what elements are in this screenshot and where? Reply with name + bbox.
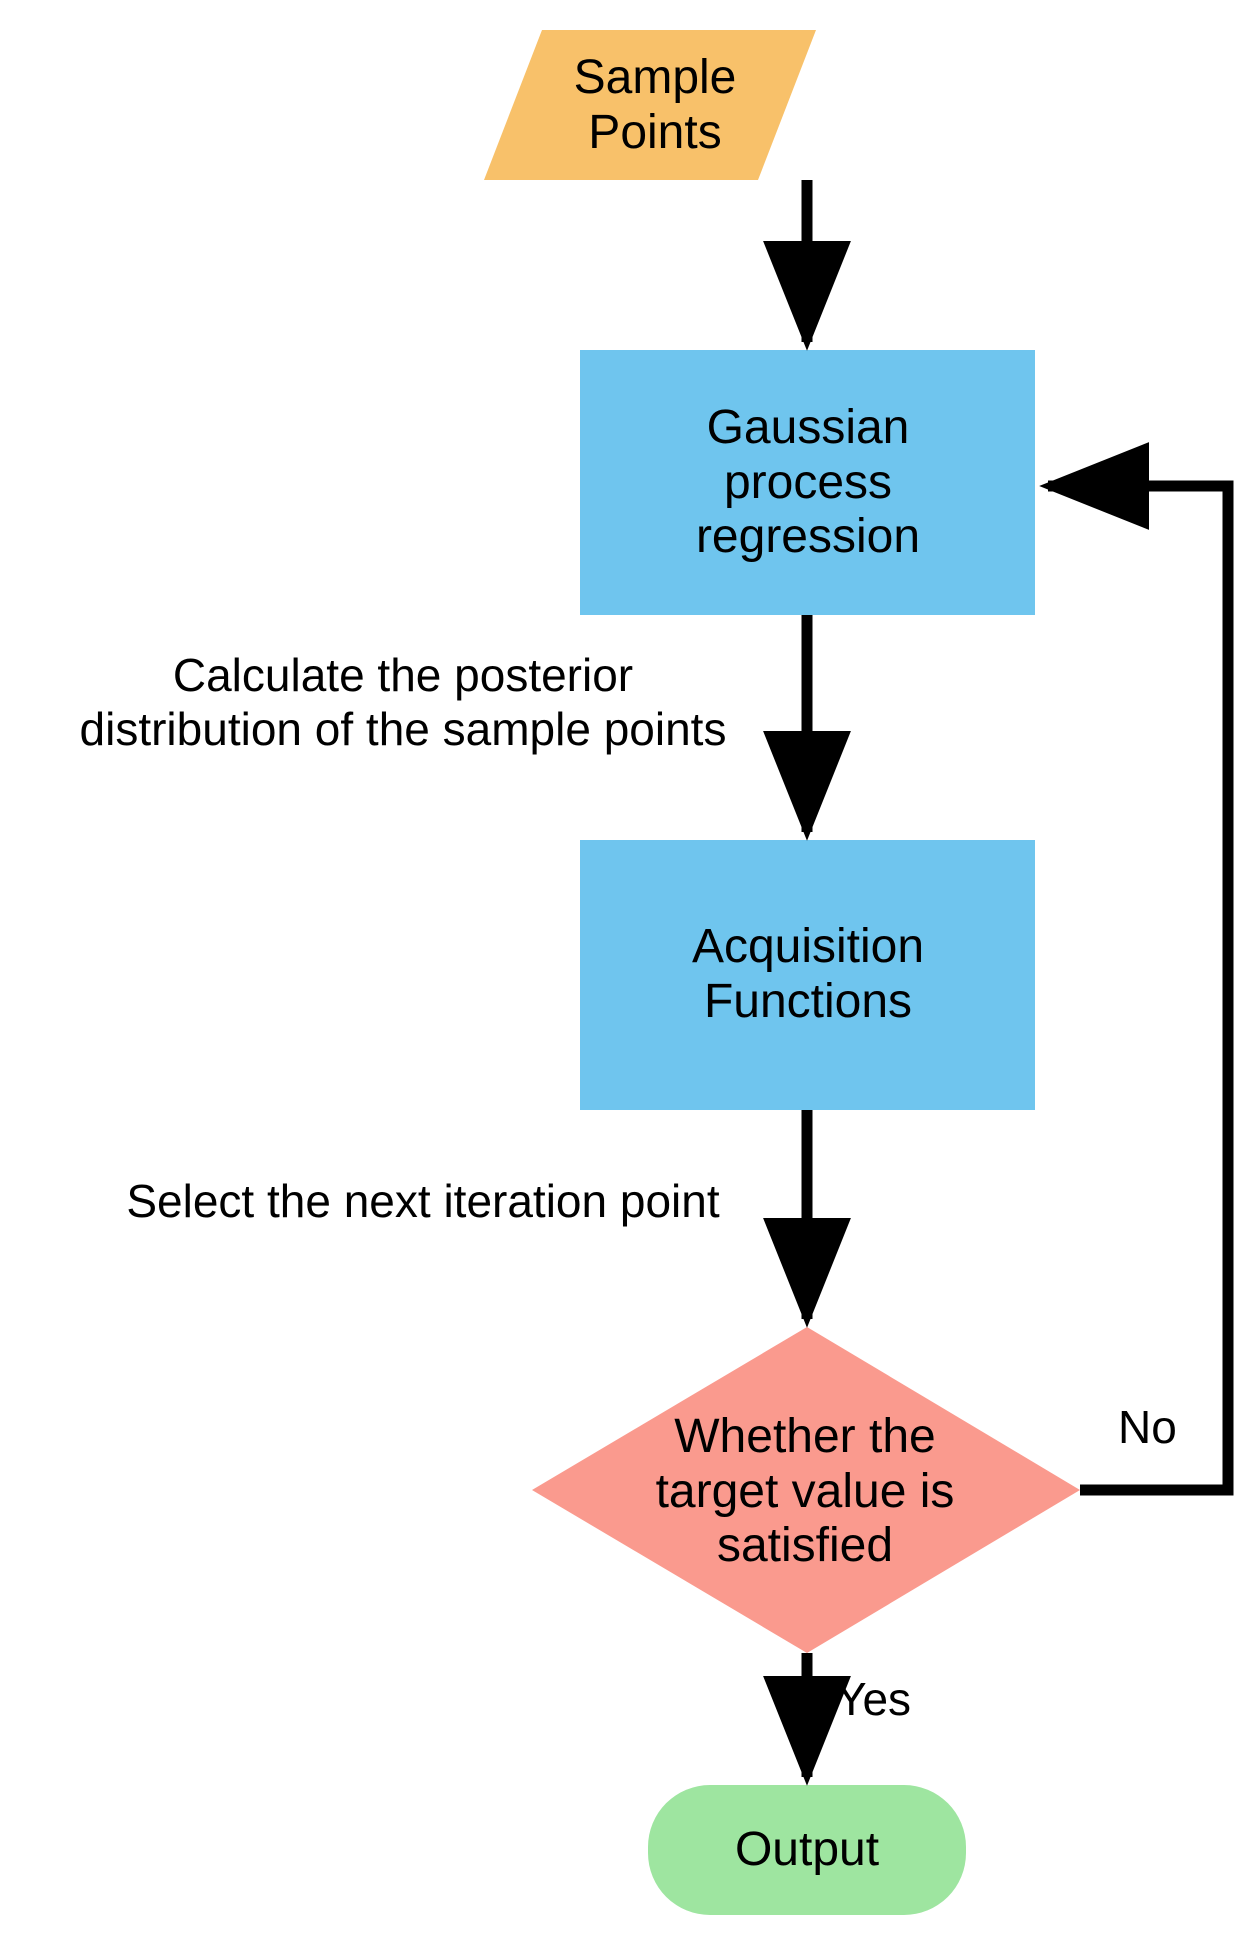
node-acquisition-functions-shape[interactable]: [580, 840, 1035, 1110]
edge-decision-no-feedback-line: [1039, 442, 1234, 1496]
node-target-value-decision-shape[interactable]: [532, 1327, 1080, 1653]
node-sample-points-shape[interactable]: [484, 30, 816, 180]
node-gaussian-process-regression-shape[interactable]: [580, 350, 1035, 615]
node-output-shape[interactable]: [648, 1785, 966, 1915]
